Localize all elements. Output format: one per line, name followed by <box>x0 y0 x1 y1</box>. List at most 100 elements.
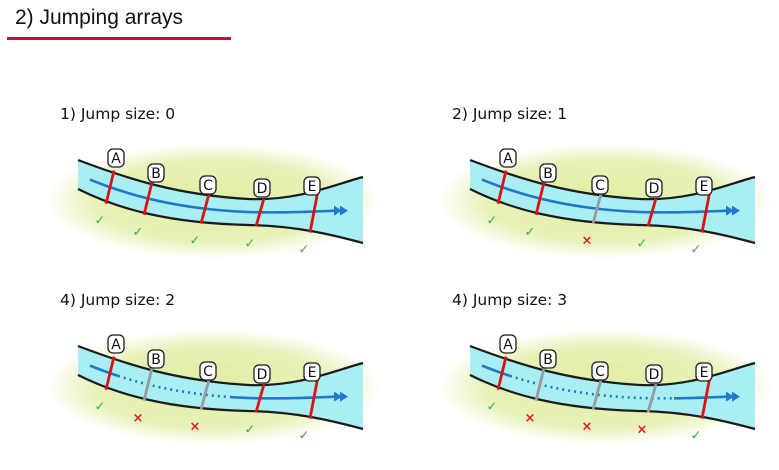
section-label-d: D <box>649 181 660 197</box>
section-label-e: E <box>308 365 317 381</box>
river-bank-bottom <box>469 374 756 431</box>
cross-section-b <box>142 367 154 402</box>
river-water <box>470 160 755 243</box>
section-label-box <box>107 148 125 168</box>
cross-section-a <box>496 356 508 391</box>
river-bank-bottom <box>77 188 364 245</box>
cross-section-b <box>142 181 154 216</box>
flow-arrow-icon <box>726 205 740 216</box>
river-water <box>78 346 363 429</box>
section-label-e: E <box>308 179 317 195</box>
section-label-b: B <box>543 352 553 368</box>
check-icon: ✓ <box>525 225 536 240</box>
cross-section-a <box>496 170 508 205</box>
section-label-c: C <box>203 178 213 194</box>
cross-section-e <box>700 376 712 419</box>
cross-icon: × <box>582 420 593 435</box>
section-label-d: D <box>649 367 660 383</box>
section-label-box <box>147 163 165 183</box>
check-icon: ✓ <box>487 214 498 229</box>
check-icon: ✓ <box>190 234 201 249</box>
panel-label: 2) Jump size: 1 <box>452 105 568 123</box>
river-diagram: A✓B×C×D×E✓ <box>437 329 773 445</box>
check-icon: ✓ <box>299 429 310 444</box>
check-icon: ✓ <box>95 400 106 415</box>
section-label-a: A <box>111 337 121 353</box>
section-label-box <box>199 361 217 381</box>
river-water <box>470 346 755 429</box>
flow-line <box>229 395 339 400</box>
section-label-box <box>591 361 609 381</box>
cross-icon: × <box>190 420 201 435</box>
section-label-box <box>539 349 557 369</box>
panel-jump-3: 4) Jump size: 3 A✓B×C×D×E✓ <box>437 291 773 461</box>
section-label-box <box>591 175 609 195</box>
section-label-box <box>499 148 517 168</box>
section-label-b: B <box>151 352 161 368</box>
flow-line <box>565 202 731 214</box>
cross-section-b <box>534 367 546 402</box>
river-bank-top <box>77 158 364 201</box>
river-bank-top <box>469 158 756 201</box>
cross-section-d <box>646 383 658 413</box>
river-diagram: A✓B✓C✓D✓E✓ <box>45 143 381 259</box>
section-label-box <box>147 349 165 369</box>
section-label-c: C <box>203 364 213 380</box>
section-label-b: B <box>151 166 161 182</box>
section-label-box <box>695 362 713 382</box>
cross-icon: × <box>637 422 648 437</box>
check-icon: ✓ <box>245 422 256 437</box>
section-label-box <box>645 178 663 198</box>
section-label-e: E <box>700 365 709 381</box>
cross-section-b <box>534 181 546 216</box>
check-icon: ✓ <box>299 243 310 258</box>
flow-line <box>673 395 731 400</box>
section-label-box <box>253 364 271 384</box>
check-icon: ✓ <box>637 236 648 251</box>
cross-icon: × <box>133 411 144 426</box>
panel-label: 4) Jump size: 2 <box>60 291 176 309</box>
cross-section-c <box>199 379 211 410</box>
panel-jump-0: 1) Jump size: 0 A✓B✓C✓D✓E✓ <box>45 105 381 275</box>
check-icon: ✓ <box>95 214 106 229</box>
section-label-box <box>539 163 557 183</box>
check-icon: ✓ <box>691 243 702 258</box>
river-bank-top <box>469 344 756 387</box>
section-label-e: E <box>700 179 709 195</box>
panel-jump-2: 4) Jump size: 2 A ✓ B × C × D ✓ E ✓ <box>45 291 381 461</box>
flow-arrow-icon <box>334 391 348 402</box>
river-diagram: A ✓ B × C × D ✓ E ✓ <box>45 329 381 445</box>
flow-line <box>481 364 511 378</box>
flow-line <box>89 178 339 214</box>
cross-section-c <box>591 379 603 410</box>
section-label-c: C <box>595 178 605 194</box>
title-underline <box>7 37 231 40</box>
section-label-box <box>107 334 125 354</box>
river-bank-bottom <box>77 374 364 431</box>
section-label-a: A <box>111 151 121 167</box>
river-water <box>78 160 363 243</box>
section-label-box <box>645 364 663 384</box>
cross-section-d <box>254 383 266 413</box>
section-label-d: D <box>257 367 268 383</box>
section-label-b: B <box>543 166 553 182</box>
river-bank-bottom <box>469 188 756 245</box>
cross-section-e <box>308 376 320 419</box>
section-label-box <box>303 176 321 196</box>
panel-label: 4) Jump size: 3 <box>452 291 568 309</box>
panel-label: 1) Jump size: 0 <box>60 105 176 123</box>
flow-line-jump <box>117 374 227 398</box>
flow-line-jump <box>509 374 675 400</box>
section-label-box <box>199 175 217 195</box>
panel-jump-1: 2) Jump size: 1 A✓B✓C×D✓E✓ <box>437 105 773 275</box>
slide-title: 2) Jumping arrays <box>15 6 184 29</box>
cross-section-c <box>591 193 603 224</box>
section-label-d: D <box>257 181 268 197</box>
cross-section-a <box>104 170 116 205</box>
cross-icon: × <box>525 411 536 426</box>
check-icon: ✓ <box>487 400 498 415</box>
flow-arrow-icon <box>334 205 348 216</box>
flow-line <box>89 364 119 378</box>
section-label-box <box>695 176 713 196</box>
cross-section-a <box>104 356 116 391</box>
